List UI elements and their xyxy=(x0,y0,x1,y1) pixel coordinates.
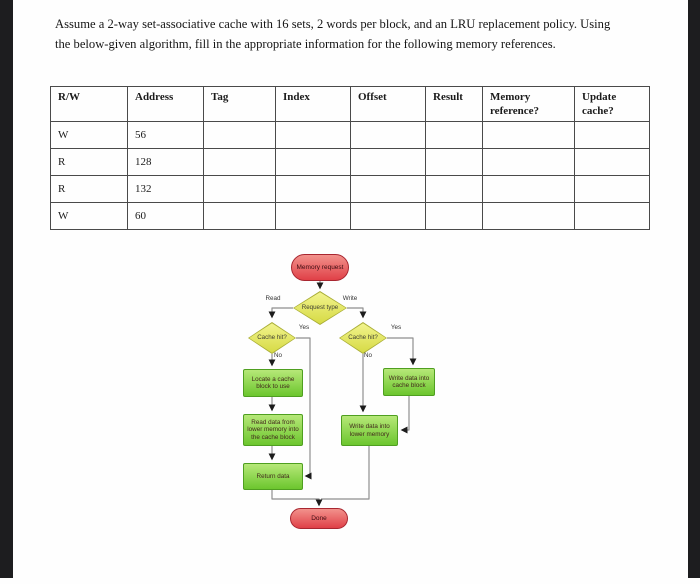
node-label: Cache hit? xyxy=(348,333,378,341)
rw-cell: W xyxy=(50,120,128,149)
update-cache-cell xyxy=(574,201,650,230)
connector-write-yes xyxy=(387,337,417,366)
offset-cell xyxy=(350,147,426,176)
update-cache-cell xyxy=(574,147,650,176)
address-cell: 128 xyxy=(127,147,204,176)
address-cell: 132 xyxy=(127,174,204,203)
table-row: W 56 xyxy=(50,120,650,149)
column-header-memory-reference: Memory reference? xyxy=(482,86,575,122)
memory-reference-cell xyxy=(482,174,575,203)
offset-cell xyxy=(350,120,426,149)
edge-label-no-read: No xyxy=(274,352,283,359)
table-row: W 60 xyxy=(50,201,650,230)
result-cell xyxy=(425,120,483,149)
node-label: Cache hit? xyxy=(257,333,287,341)
memory-reference-cell xyxy=(482,147,575,176)
node-label: Request type xyxy=(301,303,339,311)
flowchart-node-write-cache-block: Write data into cache block xyxy=(383,368,435,396)
column-header-rw: R/W xyxy=(50,86,128,122)
flowchart-node-read-lower-memory: Read data from lower memory into the cac… xyxy=(243,414,303,446)
column-header-tag: Tag xyxy=(203,86,276,122)
index-cell xyxy=(275,120,351,149)
problem-statement-line1: Assume a 2-way set-associative cache wit… xyxy=(55,17,611,31)
node-label: Locate a cache block to use xyxy=(251,375,295,390)
connector-cacheblock-to-lower xyxy=(400,396,410,434)
tag-cell xyxy=(203,201,276,230)
diamond-shape xyxy=(294,292,346,324)
flowchart-node-cache-hit-write: Cache hit? xyxy=(339,322,387,354)
node-label: Done xyxy=(311,514,327,522)
edge-label-no-write: No xyxy=(364,352,373,359)
tag-cell xyxy=(203,147,276,176)
rw-cell: R xyxy=(50,147,128,176)
flowchart-node-request-type: Request type xyxy=(293,291,347,325)
table-row: R 128 xyxy=(50,147,650,176)
diamond-shape xyxy=(340,323,386,353)
result-cell xyxy=(425,147,483,176)
memory-reference-table: R/W Address Tag Index Offset Result Memo… xyxy=(50,86,650,230)
offset-cell xyxy=(350,174,426,203)
right-scan-bar xyxy=(688,0,700,578)
node-label: Read data from lower memory into the cac… xyxy=(247,418,299,441)
node-label: Write data into cache block xyxy=(388,374,430,389)
column-header-offset: Offset xyxy=(350,86,426,122)
edge-label-yes-write: Yes xyxy=(390,324,402,331)
rw-cell: R xyxy=(50,174,128,203)
edge-label-read: Read xyxy=(265,295,281,302)
rw-cell: W xyxy=(50,201,128,230)
connector-read-yes xyxy=(296,337,312,480)
connector-read-branch xyxy=(268,307,293,319)
address-cell: 56 xyxy=(127,120,204,149)
diamond-shape xyxy=(249,323,295,353)
flowchart-node-done: Done xyxy=(290,508,348,529)
flowchart-node-cache-hit-read: Cache hit? xyxy=(248,322,296,354)
memory-reference-cell xyxy=(482,201,575,230)
left-scan-bar xyxy=(0,0,13,578)
flowchart-node-write-lower-memory: Write data into lower memory xyxy=(341,415,398,446)
tag-cell xyxy=(203,120,276,149)
column-header-address: Address xyxy=(127,86,204,122)
table-row: R 132 xyxy=(50,174,650,203)
update-cache-cell xyxy=(574,174,650,203)
problem-statement: Assume a 2-way set-associative cache wit… xyxy=(55,14,655,54)
flowchart-node-return-data: Return data xyxy=(243,463,303,490)
column-header-result: Result xyxy=(425,86,483,122)
offset-cell xyxy=(350,201,426,230)
connector-lower-to-done xyxy=(321,446,370,500)
node-label: Memory request xyxy=(296,263,344,271)
result-cell xyxy=(425,174,483,203)
index-cell xyxy=(275,147,351,176)
connector-return-to-done xyxy=(271,490,323,507)
flowchart-node-locate-block: Locate a cache block to use xyxy=(243,369,303,397)
column-header-update-cache: Update cache? xyxy=(574,86,650,122)
table-header-row: R/W Address Tag Index Offset Result Memo… xyxy=(50,86,650,122)
edge-label-yes-read: Yes xyxy=(298,324,310,331)
column-header-index: Index xyxy=(275,86,351,122)
node-label: Return data xyxy=(256,472,290,480)
connector-write-branch xyxy=(347,307,367,319)
tag-cell xyxy=(203,174,276,203)
problem-statement-line2: the below-given algorithm, fill in the a… xyxy=(55,37,556,51)
index-cell xyxy=(275,201,351,230)
node-label: Write data into lower memory xyxy=(349,423,390,438)
result-cell xyxy=(425,201,483,230)
memory-reference-cell xyxy=(482,120,575,149)
index-cell xyxy=(275,174,351,203)
flowchart-node-memory-request: Memory request xyxy=(291,254,349,281)
edge-label-write: Write xyxy=(342,295,358,302)
update-cache-cell xyxy=(574,120,650,149)
address-cell: 60 xyxy=(127,201,204,230)
